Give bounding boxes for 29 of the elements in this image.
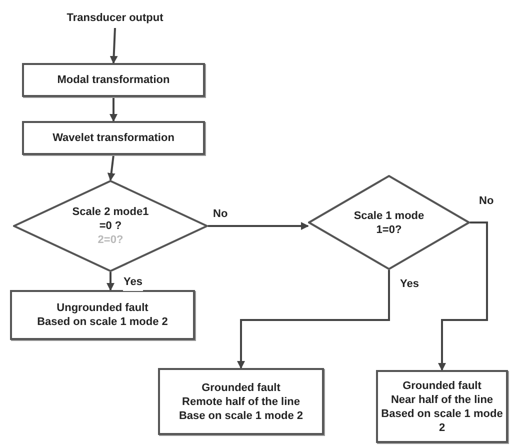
node-text: Ungrounded fault (56, 301, 148, 315)
node-text: Modal transformation (57, 73, 170, 87)
arrow (438, 222, 488, 371)
arrow (237, 270, 390, 369)
node-text: Grounded fault (202, 380, 280, 394)
node-text: Base on scale 1 mode 2 (178, 408, 304, 422)
arrow (110, 97, 118, 122)
arrow (110, 28, 118, 64)
process-box (158, 368, 324, 435)
process-box (22, 121, 205, 155)
faint-note: 2=0? (98, 233, 124, 247)
node-text: Based on scale 1 mode 2 (37, 315, 168, 329)
node-text: Remote half of the line (182, 394, 300, 408)
process-box (22, 63, 205, 97)
edge-label: Yes (122, 274, 144, 290)
node-text: Transducer output (66, 11, 164, 25)
process-box (376, 370, 508, 443)
node-text: Near half of the line (390, 392, 494, 406)
decision-diamond (308, 175, 470, 270)
node-text: Grounded fault (402, 378, 482, 392)
arrow (208, 222, 309, 230)
node-text: Wavelet transformation (52, 131, 174, 145)
decision-diamond (13, 180, 208, 272)
process-box (10, 290, 195, 340)
node-text: Scale 2 mode1 =0 ? (71, 205, 150, 233)
node-text: Scale 1 mode 1=0? (352, 208, 426, 236)
arrow (107, 154, 116, 181)
arrow (106, 272, 114, 291)
node-text: Based on scale 1 mode 2 (380, 406, 504, 434)
